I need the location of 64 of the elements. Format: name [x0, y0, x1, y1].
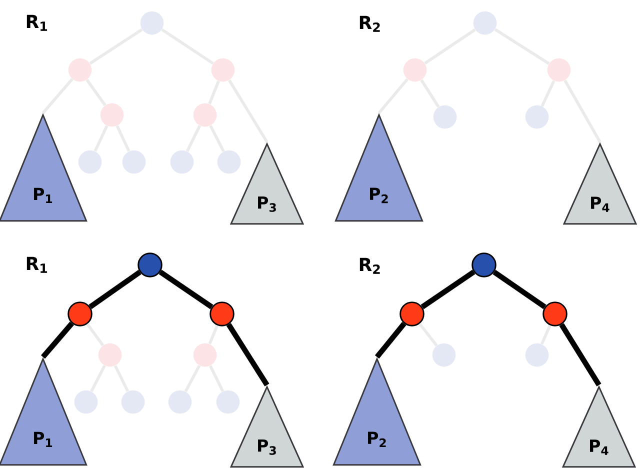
- tree-edge: [559, 323, 602, 386]
- tree-edge: [209, 124, 225, 152]
- tree-node: [122, 150, 146, 174]
- tree-node: [74, 390, 98, 414]
- tree-edge: [492, 270, 546, 310]
- tree-edge: [228, 79, 268, 143]
- tree-edge: [540, 324, 552, 345]
- tree-edge: [186, 125, 202, 152]
- tree-node: [210, 302, 234, 326]
- tree-node: [168, 390, 192, 414]
- tree-edge: [184, 364, 201, 392]
- tree-edge: [564, 80, 602, 143]
- tree-node: [100, 103, 124, 127]
- tree-edge: [374, 322, 406, 359]
- tree-node: [525, 343, 549, 367]
- tree-node: [473, 11, 497, 35]
- tree-edge: [208, 80, 220, 104]
- tree-edge: [540, 80, 556, 107]
- tree-edge: [158, 270, 214, 310]
- tree-node: [121, 390, 145, 414]
- tree-label: R$_{1}$: [26, 256, 48, 273]
- tree-node: [193, 103, 217, 127]
- tree-edge: [161, 28, 214, 65]
- tree-edge: [90, 364, 106, 392]
- tree-node: [472, 252, 496, 278]
- tree-edge: [226, 323, 270, 386]
- tree-node: [400, 302, 424, 326]
- tree-node: [542, 302, 568, 326]
- tree-edge: [40, 322, 74, 359]
- tree-edge: [89, 28, 143, 65]
- tree-node: [433, 105, 457, 129]
- tree-node: [170, 150, 194, 174]
- tree-edge: [42, 78, 74, 114]
- tree-edge: [420, 270, 476, 310]
- tree-edge: [94, 125, 108, 152]
- tree-node: [98, 343, 122, 367]
- tree-edge: [88, 270, 142, 310]
- tree-label: R$_{1}$: [26, 14, 48, 31]
- tree-edge: [208, 365, 224, 392]
- tree-edge: [114, 365, 130, 392]
- tree-node: [216, 390, 240, 414]
- tree-node: [68, 302, 92, 326]
- tree-edge: [116, 125, 130, 152]
- tree-node: [217, 150, 241, 174]
- tree-label: R$_{2}$: [360, 258, 380, 274]
- tree-edge: [378, 78, 408, 114]
- tree-edge: [86, 78, 106, 106]
- tree-edge: [424, 28, 476, 65]
- tree-edge: [420, 79, 440, 108]
- tree-node: [140, 11, 164, 35]
- tree-label: R$_{2}$: [360, 16, 380, 32]
- tree-node: [403, 58, 427, 82]
- tree-node: [211, 58, 235, 82]
- tree-edge: [418, 322, 438, 346]
- tree-node: [525, 105, 549, 129]
- tree-node: [432, 343, 456, 367]
- tree-node: [68, 58, 92, 82]
- tree-edge: [208, 324, 219, 345]
- tree-edge: [86, 323, 104, 346]
- tree-node: [78, 150, 102, 174]
- tree-node: [547, 58, 571, 82]
- tree-edge: [494, 28, 550, 65]
- tree-node: [193, 343, 217, 367]
- tree-node: [138, 252, 162, 278]
